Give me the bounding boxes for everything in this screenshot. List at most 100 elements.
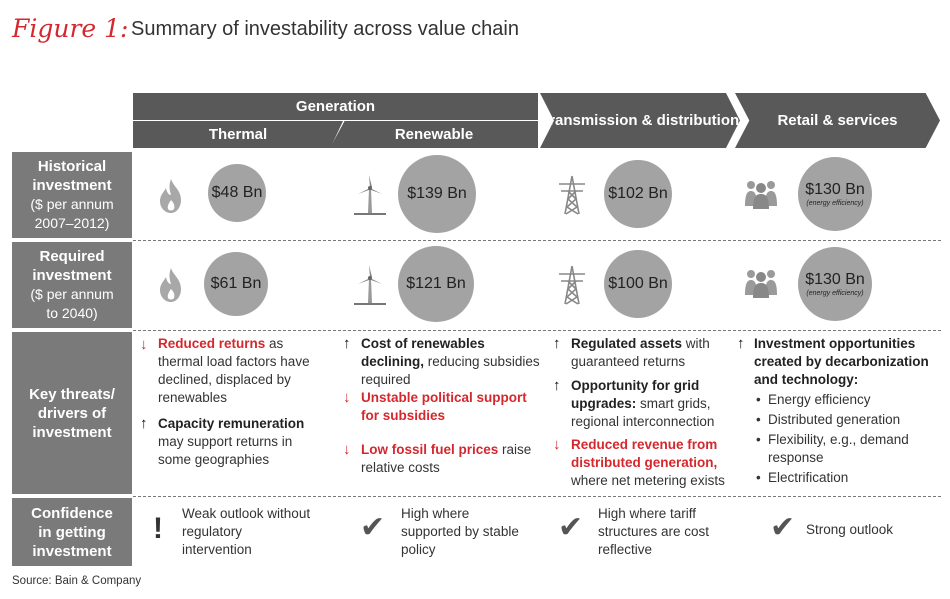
bubble-historical-retail: $130 Bn (energy efficiency)	[798, 157, 872, 231]
confidence-renewable: High where supported by stable policy	[401, 506, 519, 557]
threat-text: with guaranteed returns	[571, 336, 710, 369]
bubble-required-thermal: $61 Bn	[204, 252, 268, 316]
header-transmission-distribution: Transmission & distribution	[540, 93, 740, 148]
row-label-sub: 2007–2012)	[34, 215, 110, 231]
bubble-value: $102 Bn	[608, 185, 668, 202]
threat-retail: Investment opportunities created by deca…	[754, 335, 939, 487]
threat-text: reducing subsidies required	[361, 354, 540, 387]
row-label-sub: to 2040)	[46, 305, 98, 321]
threat-thermal-2: Capacity remuneration may support return…	[158, 415, 328, 469]
list-item: Distributed generation	[754, 411, 939, 429]
list-item: Flexibility, e.g., demand response	[754, 431, 939, 467]
bubble-note: (energy efficiency)	[806, 200, 864, 207]
threat-text: smart grids, regional interconnection	[571, 396, 715, 429]
threat-highlight: Opportunity for grid upgrades:	[571, 378, 700, 411]
bubble-historical-td: $102 Bn	[604, 160, 672, 228]
up-arrow-icon: ↑	[737, 335, 745, 352]
bubble-historical-renewable: $139 Bn	[398, 155, 476, 233]
threat-highlight: Unstable political support for subsidies	[361, 390, 527, 423]
confidence-td: High where tariff structures are cost re…	[598, 506, 710, 557]
header-generation: Generation	[133, 93, 538, 120]
people-icon	[745, 270, 777, 298]
transmission-tower-icon	[559, 265, 585, 305]
bubble-required-td: $100 Bn	[604, 250, 672, 318]
row-label-text: Required	[39, 248, 105, 265]
exclamation-icon: !	[153, 512, 163, 545]
threat-text: may support returns in some geographies	[158, 434, 293, 467]
bubble-value: $48 Bn	[211, 184, 263, 201]
threat-highlight: Capacity remuneration	[158, 416, 305, 431]
wind-turbine-icon	[354, 265, 386, 305]
threat-text: where net metering exists	[571, 473, 725, 488]
row-label-text: Key threats/	[29, 385, 115, 403]
threat-highlight: Investment opportunities created by deca…	[754, 336, 929, 387]
row-label-sub: ($ per annum	[30, 286, 114, 302]
transmission-tower-icon	[559, 175, 585, 215]
bubble-note: (energy efficiency)	[806, 290, 864, 297]
wind-turbine-icon	[354, 175, 386, 215]
bubble-value: $130 Bn	[805, 181, 865, 198]
row-label-text: investment	[32, 177, 112, 194]
threat-highlight: Regulated assets	[571, 336, 683, 351]
threat-text: raise relative costs	[361, 442, 532, 475]
row-label-historical: Historical investment ($ per annum 2007–…	[12, 152, 132, 238]
bubble-value: $139 Bn	[407, 185, 467, 202]
down-arrow-icon: ↓	[140, 336, 148, 353]
checkmark-icon: ✔	[360, 511, 386, 544]
header-thermal: Thermal	[133, 121, 343, 148]
list-item: Energy efficiency	[754, 391, 939, 409]
header-renewable: Renewable	[330, 121, 538, 148]
row-label-text: Confidence	[31, 504, 113, 522]
bubble-value: $61 Bn	[210, 275, 262, 292]
row-label-text: investment	[32, 267, 112, 284]
threat-td-1: Regulated assets with guaranteed returns	[571, 335, 741, 371]
row-label-required: Required investment ($ per annum to 2040…	[12, 242, 132, 328]
flame-icon	[160, 268, 181, 302]
row-divider	[133, 330, 941, 331]
row-label-confidence: Confidence in getting investment	[12, 498, 132, 566]
up-arrow-icon: ↑	[140, 415, 148, 432]
threat-renewable-2: Unstable political support for subsidies	[361, 389, 541, 425]
bubble-required-retail: $130 Bn (energy efficiency)	[798, 247, 872, 321]
source-note: Source: Bain & Company	[12, 575, 142, 587]
confidence-retail: Strong outlook	[806, 522, 894, 537]
down-arrow-icon: ↓	[343, 389, 351, 406]
figure-title: Summary of investability across value ch…	[131, 18, 519, 40]
row-label-text: in getting	[38, 523, 106, 541]
threat-thermal-1: Reduced returns as thermal load factors …	[158, 335, 328, 407]
threat-renewable-1: Cost of renewables declining, reducing s…	[361, 335, 541, 389]
bubble-value: $121 Bn	[406, 275, 466, 292]
row-divider	[133, 240, 941, 241]
down-arrow-icon: ↓	[343, 441, 351, 458]
threat-text: as thermal load factors have declined, d…	[158, 336, 310, 405]
up-arrow-icon: ↑	[553, 335, 561, 352]
row-label-text: investment	[32, 542, 112, 560]
figure-label: Figure 1:	[12, 14, 129, 43]
bubble-value: $100 Bn	[608, 275, 668, 292]
row-label-text: investment	[32, 423, 112, 441]
row-label-sub: ($ per annum	[30, 196, 114, 212]
row-label-text: drivers of	[37, 404, 107, 422]
checkmark-icon: ✔	[770, 511, 796, 544]
threat-highlight: Low fossil fuel prices	[361, 442, 499, 457]
threat-highlight: Reduced revenue from distributed generat…	[571, 437, 718, 470]
threat-td-2: Opportunity for grid upgrades: smart gri…	[571, 377, 736, 431]
row-label-text: Historical	[37, 158, 107, 175]
flame-icon	[160, 179, 181, 213]
confidence-thermal: Weak outlook without regulatory interven…	[182, 506, 311, 557]
bubble-value: $130 Bn	[805, 271, 865, 288]
checkmark-icon: ✔	[558, 511, 584, 544]
people-icon	[745, 181, 777, 209]
threat-highlight: Cost of renewables declining,	[361, 336, 485, 369]
up-arrow-icon: ↑	[553, 377, 561, 394]
threat-td-3: Reduced revenue from distributed generat…	[571, 436, 741, 490]
row-label-threats: Key threats/ drivers of investment	[12, 332, 132, 494]
list-item: Electrification	[754, 469, 939, 487]
bubble-required-renewable: $121 Bn	[398, 246, 474, 322]
threat-renewable-3: Low fossil fuel prices raise relative co…	[361, 441, 541, 477]
up-arrow-icon: ↑	[343, 335, 351, 352]
row-divider	[133, 496, 941, 497]
header-retail-services: Retail & services	[735, 93, 940, 148]
bubble-historical-thermal: $48 Bn	[208, 164, 266, 222]
bullet-list: Energy efficiency Distributed generation…	[754, 391, 939, 487]
